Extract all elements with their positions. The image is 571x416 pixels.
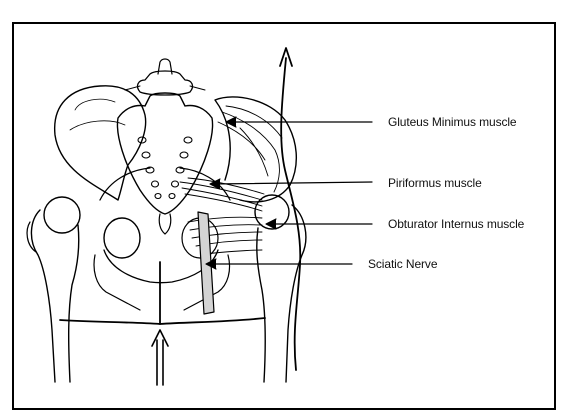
leader-gluteus-minimus bbox=[226, 117, 372, 127]
left-obturator-foramen bbox=[104, 218, 140, 258]
leader-sciatic-nerve bbox=[206, 259, 352, 269]
gluteus-minimus bbox=[218, 106, 282, 192]
left-femur bbox=[31, 210, 78, 382]
coccyx bbox=[159, 214, 171, 234]
gluteal-fold-left bbox=[60, 320, 160, 324]
label-obturator-internus: Obturator Internus muscle bbox=[388, 217, 524, 231]
sacral-foramina bbox=[138, 137, 192, 199]
left-femoral-head bbox=[44, 197, 80, 233]
body-outline bbox=[281, 58, 300, 370]
label-sciatic-nerve: Sciatic Nerve bbox=[368, 257, 437, 271]
label-gluteus-minimus: Gluteus Minimus muscle bbox=[388, 115, 517, 129]
leader-obturator-internus bbox=[266, 219, 372, 229]
gluteal-fold-right bbox=[160, 318, 265, 324]
lumbar-vertebra bbox=[138, 71, 193, 95]
left-ilium bbox=[55, 86, 146, 200]
label-piriformus: Piriformus muscle bbox=[388, 176, 482, 190]
bottom-arrow bbox=[152, 330, 168, 385]
right-ilium bbox=[215, 97, 296, 202]
left-ilium-inner bbox=[70, 99, 125, 130]
ischium-left bbox=[94, 255, 140, 310]
